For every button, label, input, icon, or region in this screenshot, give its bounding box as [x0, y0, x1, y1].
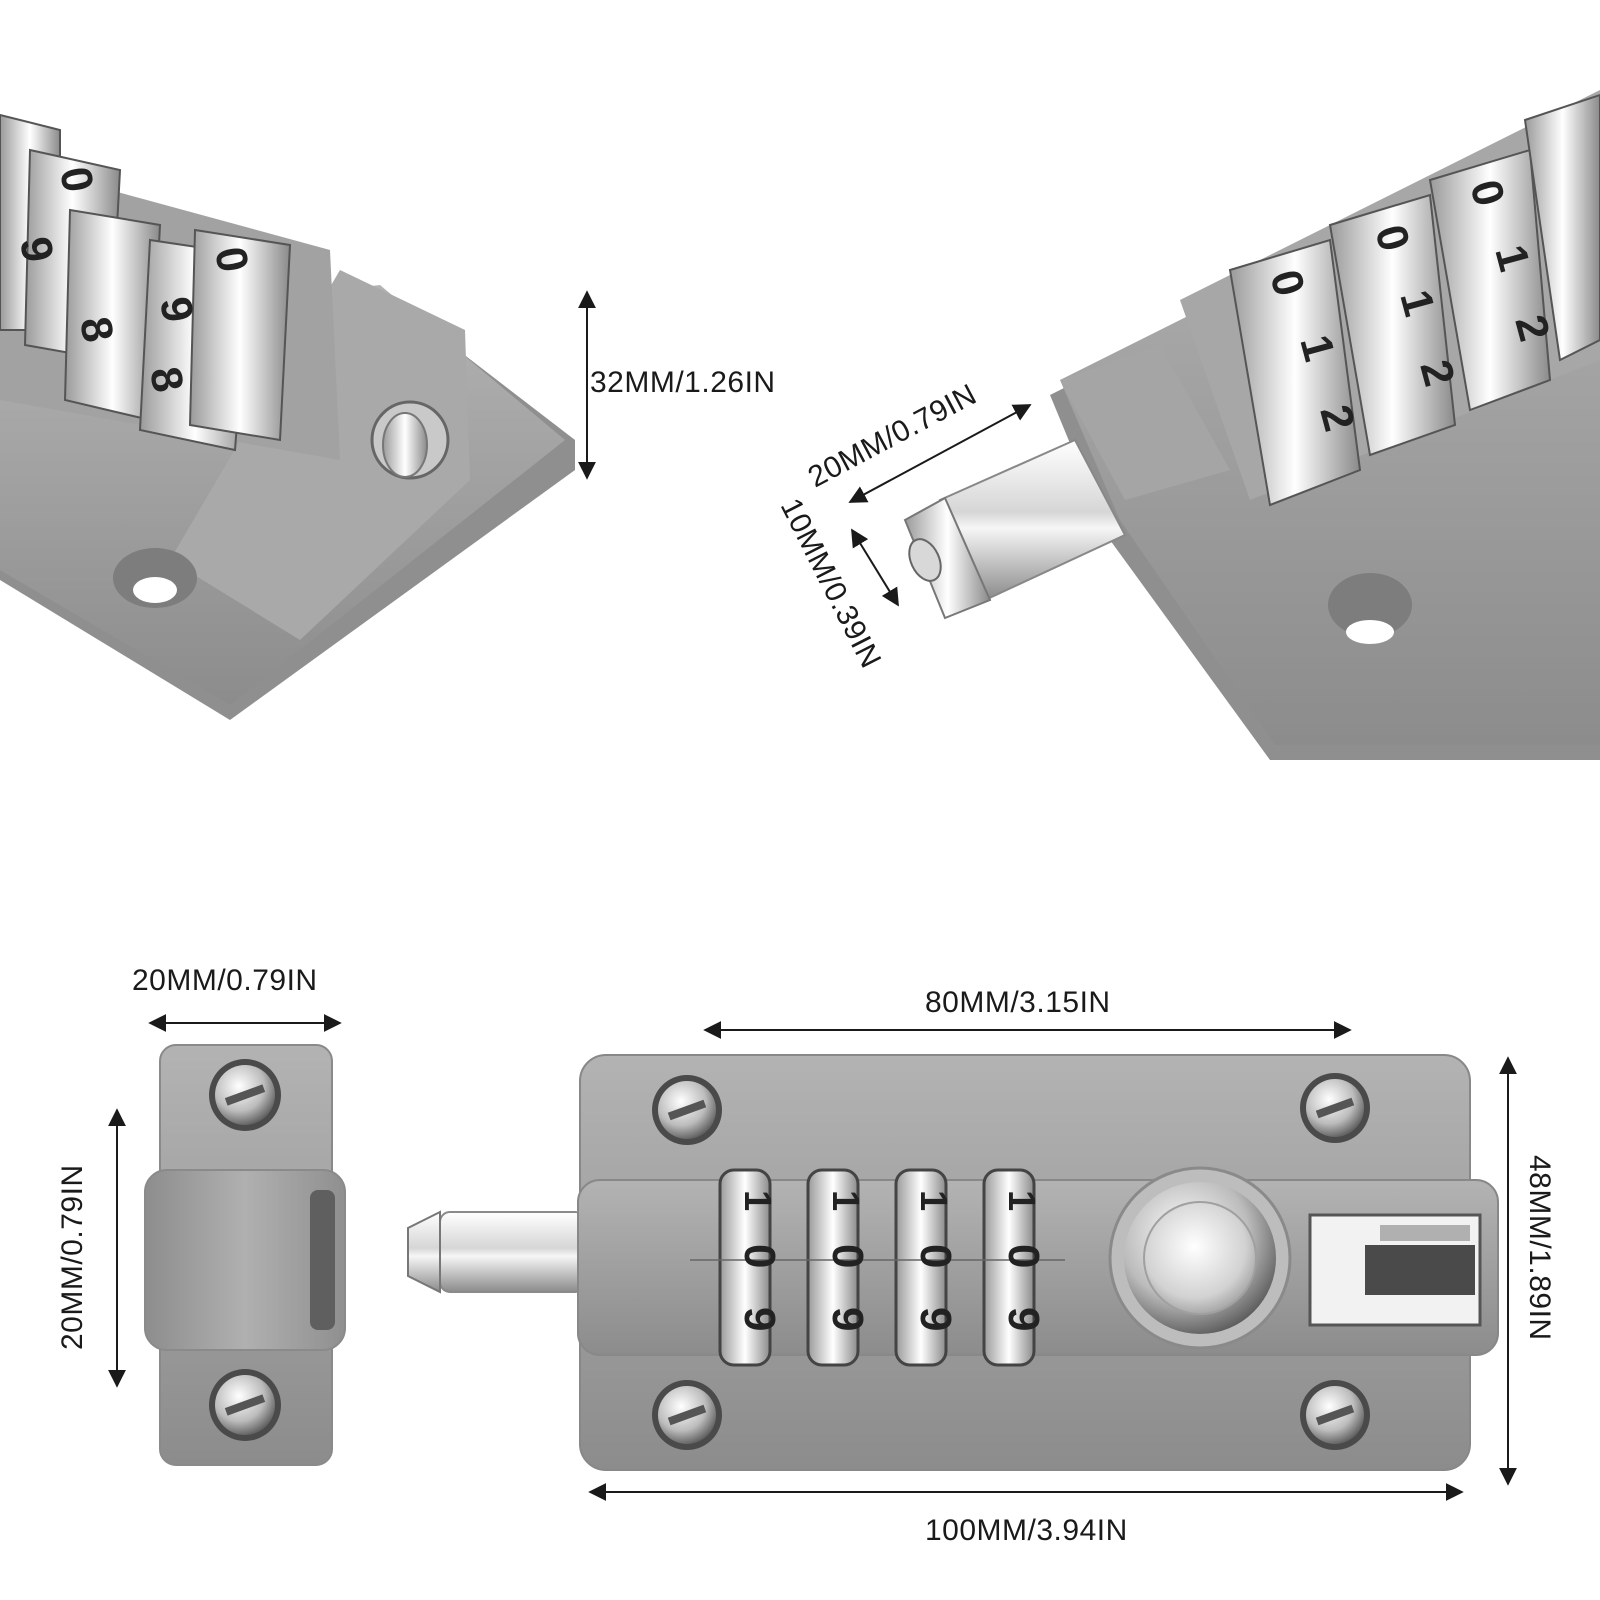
dial-digit: 9	[735, 1307, 784, 1331]
dial-digit: 9	[823, 1307, 872, 1331]
dimension-label-bolt-diameter: 10MM/0.39IN	[774, 493, 888, 673]
dimension-label-lock-height: 48MM/1.89IN	[1523, 1155, 1556, 1341]
mounting-hole-icon	[1328, 573, 1412, 644]
dial-digit: 0	[999, 1244, 1048, 1268]
dimension-arrow-icon	[848, 404, 1032, 607]
top-left-view: 9 0 8 9 0 8	[0, 113, 575, 720]
dial-digit: 0	[735, 1244, 784, 1268]
bolt-icon	[407, 1210, 586, 1294]
screw-icon	[1300, 1073, 1370, 1143]
dial-digit: 9	[999, 1307, 1048, 1331]
top-right-view: 0 1 2 0 1 2 0 1 2	[903, 90, 1600, 760]
dimension-arrow-icon	[588, 1021, 1517, 1501]
dimension-arrow-icon	[108, 1014, 342, 1388]
dimension-label-keeper-height: 20MM/0.79IN	[56, 1164, 89, 1350]
screw-icon	[209, 1369, 281, 1441]
dimension-label-bolt-length: 20MM/0.79IN	[803, 378, 982, 494]
lock-front-view: 1 0 9 1 0 9 1 0 9 1 0 9	[407, 1054, 1499, 1471]
dimension-label-keeper-width: 20MM/0.79IN	[132, 964, 318, 997]
dial-digit: 1	[1000, 1190, 1042, 1211]
screw-icon	[1300, 1380, 1370, 1450]
screw-icon	[652, 1075, 722, 1145]
dial-digit: 1	[912, 1190, 954, 1211]
combination-dial-icon	[690, 1168, 1065, 1367]
combination-dial-icon	[1228, 93, 1600, 507]
dial-digit: 9	[911, 1307, 960, 1331]
keeper-view	[144, 1044, 346, 1466]
screw-icon	[209, 1059, 281, 1131]
dial-digit: 0	[911, 1244, 960, 1268]
dial-digit: 1	[736, 1190, 778, 1211]
dial-digit: 1	[824, 1190, 866, 1211]
dimension-label-lock-length: 100MM/3.94IN	[925, 1514, 1128, 1547]
dial-digit: 0	[823, 1244, 872, 1268]
dimension-label-hole-spacing: 80MM/3.15IN	[925, 986, 1111, 1019]
screw-icon	[652, 1380, 722, 1450]
bolt-hole-icon	[370, 400, 450, 480]
mounting-hole-icon	[113, 548, 197, 608]
dimension-label-height: 32MM/1.26IN	[590, 366, 776, 399]
push-button-icon	[1108, 1166, 1292, 1350]
combination-dial-icon	[0, 113, 292, 452]
